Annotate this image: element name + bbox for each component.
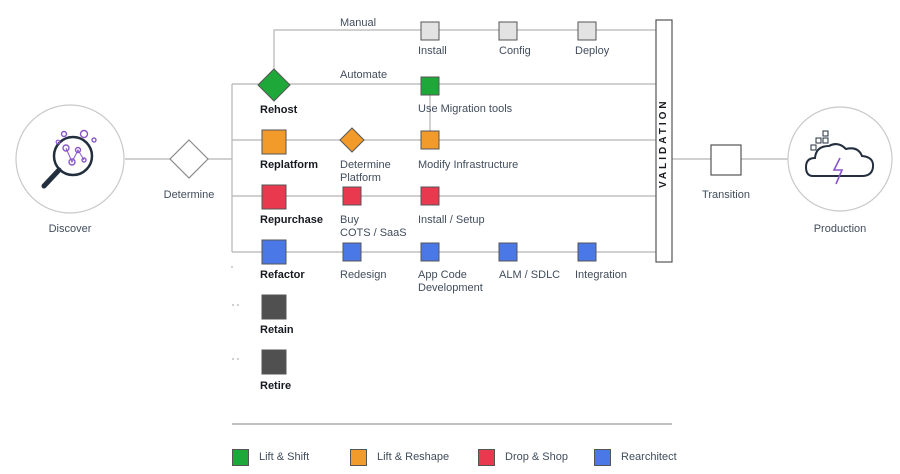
validation-label: VALIDATION <box>658 98 669 188</box>
validation-bar <box>655 19 673 263</box>
retire-label: Retire <box>260 380 292 392</box>
determine-platform-diamond <box>339 127 365 153</box>
determine-label: Determine <box>163 189 215 201</box>
install-label: Install <box>418 45 447 57</box>
repurchase-square <box>261 184 287 210</box>
retain-square <box>261 294 287 320</box>
transition-box <box>710 144 742 176</box>
install-setup-label: Install / Setup <box>418 214 485 226</box>
production-label: Production <box>813 223 867 235</box>
legend-lift-reshape-swatch <box>350 449 367 466</box>
use-migration-tools-box <box>420 76 440 96</box>
app-code-label-2: Development <box>418 282 483 294</box>
install-setup-box <box>420 186 440 206</box>
transition-label: Transition <box>702 189 750 201</box>
rehost-diamond <box>257 68 291 102</box>
rehost-label: Rehost <box>260 104 298 116</box>
buy-label-1: Buy <box>340 214 359 226</box>
legend-lift-shift-label: Lift & Shift <box>259 451 310 463</box>
buy-cots-box <box>342 186 362 206</box>
automate-path-label: Automate <box>340 69 388 81</box>
determine-platform-label-1: Determine <box>340 159 391 171</box>
connector-lines <box>125 29 788 425</box>
manual-path-line <box>273 29 656 69</box>
legend-rearchitect-swatch <box>594 449 611 466</box>
production-cloud-icon <box>804 130 875 185</box>
legend-rearchitect-label: Rearchitect <box>621 451 677 463</box>
buy-label-2: COTS / SaaS <box>340 227 407 239</box>
manual-path-label: Manual <box>340 17 377 29</box>
retire-square <box>261 349 287 375</box>
legend-lift-reshape-label: Lift & Reshape <box>377 451 450 463</box>
determine-platform-label-2: Platform <box>340 172 381 184</box>
replatform-square <box>261 129 287 155</box>
redesign-box <box>342 242 362 262</box>
legend-drop-shop-swatch <box>478 449 495 466</box>
legend-lift-shift-swatch <box>232 449 249 466</box>
alm-sdlc-box <box>498 242 518 262</box>
repurchase-label: Repurchase <box>260 214 323 226</box>
deploy-label: Deploy <box>575 45 610 57</box>
discover-magnifier-icon <box>41 129 97 189</box>
integration-label: Integration <box>575 269 627 281</box>
legend-drop-shop-label: Drop & Shop <box>505 451 568 463</box>
refactor-square <box>261 239 287 265</box>
replatform-label: Replatform <box>260 159 319 171</box>
determine-diamond <box>169 139 209 179</box>
install-step-box <box>420 21 440 41</box>
discover-label: Discover <box>48 223 92 235</box>
redesign-label: Redesign <box>340 269 387 281</box>
app-code-label-1: App Code <box>418 269 467 281</box>
integration-box <box>577 242 597 262</box>
app-code-box <box>420 242 440 262</box>
retain-label: Retain <box>260 324 294 336</box>
config-step-box <box>498 21 518 41</box>
use-migration-tools-label: Use Migration tools <box>418 103 513 115</box>
modify-infrastructure-label: Modify Infrastructure <box>418 159 519 171</box>
refactor-label: Refactor <box>260 269 305 281</box>
deploy-step-box <box>577 21 597 41</box>
modify-infrastructure-box <box>420 130 440 150</box>
alm-sdlc-label: ALM / SDLC <box>499 269 561 281</box>
config-label: Config <box>499 45 531 57</box>
